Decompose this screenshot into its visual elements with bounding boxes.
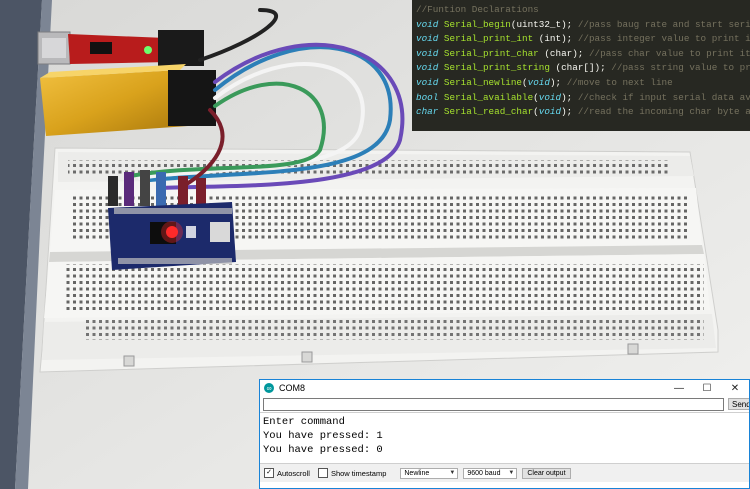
stm8-board <box>108 202 236 270</box>
code-token: ); <box>561 91 578 103</box>
code-line: bool Serial_available(void); //check if … <box>416 91 750 106</box>
minimize-button[interactable]: — <box>674 382 684 394</box>
code-token: void <box>416 62 444 74</box>
chevron-down-icon: ▼ <box>449 469 456 476</box>
code-token: void <box>538 91 562 103</box>
code-token: void <box>527 76 550 88</box>
clear-output-button[interactable]: Clear output <box>522 467 571 479</box>
code-token: //pass char value to print it on screen <box>588 47 750 59</box>
maximize-button[interactable]: ☐ <box>702 382 712 394</box>
timestamp-checkbox[interactable] <box>317 468 328 478</box>
code-token: //check if input serial data available r… <box>577 91 750 103</box>
code-token: //read the incoming char byte and return… <box>577 106 750 118</box>
chevron-down-icon: ▼ <box>508 469 515 476</box>
st-link-programmer <box>40 64 216 136</box>
output-line: You have pressed: 1 <box>263 430 383 442</box>
output-line: You have pressed: 0 <box>263 444 383 456</box>
code-token: ); <box>561 106 578 118</box>
baud-rate-select[interactable]: 9600 baud ▼ <box>463 467 518 479</box>
autoscroll-label: Autoscroll <box>277 468 310 478</box>
output-line: Enter command <box>263 416 345 428</box>
code-line: void Serial_print_char (char); //pass ch… <box>416 47 750 62</box>
jumper-wires <box>128 8 405 190</box>
line-ending-value: Newline <box>404 469 430 477</box>
code-line: //Funtion Declarations <box>416 3 750 18</box>
code-token: void <box>538 106 562 118</box>
send-button[interactable]: Send <box>728 398 749 410</box>
bottom-toolbar: ✓ Autoscroll Show timestamp Newline ▼ 96… <box>260 464 749 482</box>
code-token: //Funtion Declarations <box>416 4 539 15</box>
send-row: Send <box>260 396 749 412</box>
code-token: Serial_newline <box>443 76 523 88</box>
timestamp-label: Show timestamp <box>330 468 387 478</box>
code-line: void Serial_begin(uint32_t); //pass baug… <box>416 18 750 33</box>
baud-rate-value: 9600 baud <box>467 469 501 477</box>
programmer-pcb <box>68 30 204 66</box>
autoscroll-checkbox[interactable]: ✓ <box>264 468 274 478</box>
code-token: void <box>416 47 444 59</box>
arduino-icon: ∞ <box>264 383 274 393</box>
code-token: void <box>416 33 444 45</box>
code-token: Serial_begin <box>443 18 511 30</box>
code-token: bool <box>416 91 444 103</box>
code-line: void Serial_newline(void); //move to nex… <box>416 76 750 91</box>
serial-input[interactable] <box>263 397 724 411</box>
code-token: //pass baug rate and start serial commun… <box>577 18 750 30</box>
code-token: //pass integer value to print it on scre… <box>577 33 750 45</box>
code-token: ( <box>533 106 539 118</box>
serial-output[interactable]: Enter command You have pressed: 1 You ha… <box>260 412 749 464</box>
code-token: (uint32_t); <box>510 18 578 30</box>
code-token: char <box>416 106 444 118</box>
code-line: void Serial_print_int (int); //pass inte… <box>416 32 750 47</box>
code-token: Serial_available <box>443 91 534 103</box>
code-token: //pass string value to print it <box>611 62 750 74</box>
code-token: void <box>416 76 444 88</box>
code-token: Serial_print_string <box>443 62 550 74</box>
code-token: ); <box>549 76 567 88</box>
close-button[interactable]: ✕ <box>730 382 740 394</box>
code-token: (char); <box>538 47 589 59</box>
jumper-headers <box>108 170 206 206</box>
code-token: (char[]); <box>549 62 612 74</box>
code-token: Serial_print_int <box>443 33 534 45</box>
code-token: Serial_read_char <box>443 106 534 118</box>
title-bar[interactable]: ∞ COM8 — ☐ ✕ <box>260 380 749 396</box>
code-token: void <box>416 18 444 30</box>
code-token: (int); <box>533 33 578 45</box>
code-token: //move to next line <box>566 76 673 88</box>
code-token: ( <box>533 91 539 103</box>
code-token: ( <box>522 76 528 88</box>
code-line: char Serial_read_char(void); //read the … <box>416 105 750 120</box>
serial-monitor-window: ∞ COM8 — ☐ ✕ Send Enter command You have… <box>259 379 750 489</box>
line-ending-select[interactable]: Newline ▼ <box>400 467 459 479</box>
usb-connector <box>37 31 71 65</box>
window-title: COM8 <box>279 383 306 393</box>
code-token: Serial_print_char <box>443 47 539 59</box>
svg-text:∞: ∞ <box>267 385 272 392</box>
code-line: void Serial_print_string (char[]); //pas… <box>416 61 750 76</box>
